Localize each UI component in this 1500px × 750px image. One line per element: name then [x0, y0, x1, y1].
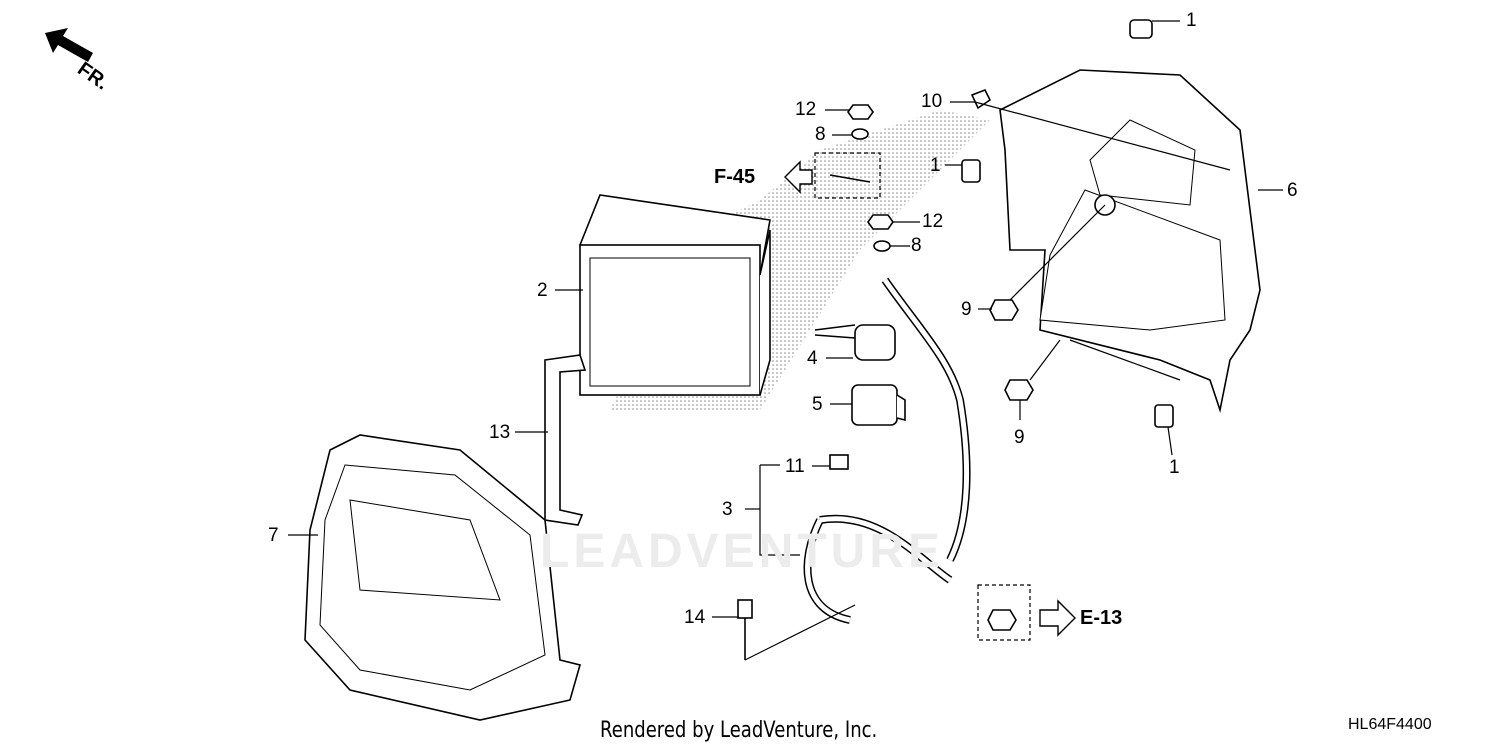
callout-10[interactable]: 10 [921, 91, 943, 112]
callout-13[interactable]: 13 [489, 422, 511, 443]
callout-6[interactable]: 6 [1287, 180, 1298, 201]
small-fasteners [737, 19, 1174, 660]
callout-9[interactable]: 9 [1014, 427, 1025, 448]
callout-12[interactable]: 12 [922, 211, 944, 232]
callout-7[interactable]: 7 [268, 525, 279, 546]
callout-12[interactable]: 12 [795, 99, 817, 120]
battery [578, 194, 771, 396]
callout-3[interactable]: 3 [722, 499, 733, 520]
watermark: LEADVENTURE [540, 525, 945, 578]
footer-credit: Rendered by LeadVenture, Inc. [600, 718, 878, 743]
callout-2[interactable]: 2 [537, 280, 548, 301]
leader-lines [288, 20, 1283, 661]
battery-cover [304, 434, 581, 721]
callout-4[interactable]: 4 [807, 348, 818, 369]
callout-11[interactable]: 11 [785, 456, 805, 477]
callout-9[interactable]: 9 [961, 299, 972, 320]
reference-f45-link[interactable]: F-45 [714, 166, 756, 188]
callout-1[interactable]: 1 [1169, 457, 1180, 478]
arrow-left-icon [784, 160, 813, 194]
diagram-code: HL64F4400 [1348, 716, 1432, 733]
battery-band [544, 354, 587, 526]
reference-box-e13 [977, 584, 1031, 641]
starter-relay [814, 324, 906, 426]
arrow-right-icon [1039, 599, 1076, 637]
callout-5[interactable]: 5 [812, 394, 823, 415]
callout-8[interactable]: 8 [815, 124, 826, 145]
reference-e13-link[interactable]: E-13 [1080, 607, 1123, 629]
callout-1[interactable]: 1 [930, 155, 941, 176]
callout-8[interactable]: 8 [911, 235, 922, 256]
reference-box-f45 [814, 152, 881, 199]
front-arrow-icon [45, 28, 93, 62]
battery-tray [999, 69, 1261, 414]
callout-14[interactable]: 14 [684, 607, 706, 628]
callout-1[interactable]: 1 [1186, 10, 1197, 31]
